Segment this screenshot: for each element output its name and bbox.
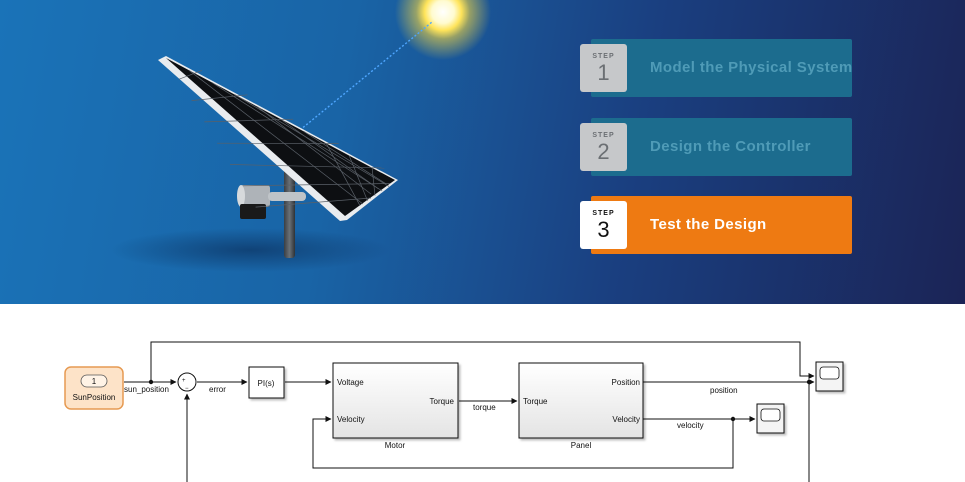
step-badge: STEP 1 [580, 44, 627, 92]
panel-port-velocity: Velocity [612, 415, 640, 424]
inport-number: 1 [92, 377, 97, 386]
signal-label-torque: torque [473, 403, 496, 412]
controller-label: PI(s) [258, 379, 275, 388]
panel-port-position: Position [612, 378, 640, 387]
branch-point [730, 416, 736, 422]
step-3-card[interactable]: STEP 3 Test the Design [580, 196, 852, 254]
signal-label-velocity: velocity [677, 421, 704, 430]
step-word: STEP [592, 132, 615, 139]
signal-label-position: position [710, 386, 738, 395]
step-label: Test the Design [650, 216, 767, 233]
step-2-card[interactable]: STEP 2 Design the Controller [580, 118, 852, 176]
panel-port-torque: Torque [523, 397, 548, 406]
signal-label-sun-position: sun_position [124, 385, 169, 394]
step-bar [591, 39, 852, 97]
sum-minus: − [185, 386, 189, 392]
motor-name: Motor [385, 441, 406, 450]
motor-port-voltage: Voltage [337, 378, 364, 387]
panel-name: Panel [571, 441, 592, 450]
step-number: 2 [597, 139, 610, 164]
step-label: Design the Controller [650, 138, 811, 155]
step-word: STEP [592, 210, 615, 217]
step-number: 1 [597, 60, 610, 85]
step-label: Model the Physical System [650, 59, 853, 76]
scope-velocity-icon[interactable] [756, 403, 785, 434]
hero-banner: STEP 1 Model the Physical System STEP 2 … [0, 0, 965, 304]
sum-block[interactable]: + − [177, 372, 197, 392]
step-bar [591, 196, 852, 254]
signal-line [312, 416, 734, 469]
signal-line [150, 341, 815, 382]
step-word: STEP [592, 53, 615, 60]
step-number: 3 [597, 217, 610, 242]
step-badge: STEP 2 [580, 123, 627, 171]
solar-panel-icon [110, 21, 433, 272]
scope-position-icon[interactable] [815, 361, 844, 392]
step-bar [591, 118, 852, 176]
step-1-card[interactable]: STEP 1 Model the Physical System [580, 39, 852, 97]
panel-block[interactable]: Torque Position Velocity Panel [518, 362, 644, 450]
pi-controller-block[interactable]: PI(s) [248, 366, 285, 399]
motor-port-velocity: Velocity [337, 415, 365, 424]
motor-port-torque: Torque [430, 397, 455, 406]
branch-point [806, 379, 812, 385]
signal-label-error: error [209, 385, 226, 394]
inport-name: SunPosition [73, 393, 116, 402]
motor-block[interactable]: Voltage Velocity Torque Motor [332, 362, 459, 450]
branch-point [148, 379, 154, 385]
sum-plus: + [182, 378, 186, 384]
inport-sun-position[interactable]: 1 SunPosition [64, 366, 124, 410]
step-badge: STEP 3 [580, 201, 627, 249]
simulink-diagram: 1 SunPosition + − PI(s) Voltage Velocity… [64, 341, 844, 482]
